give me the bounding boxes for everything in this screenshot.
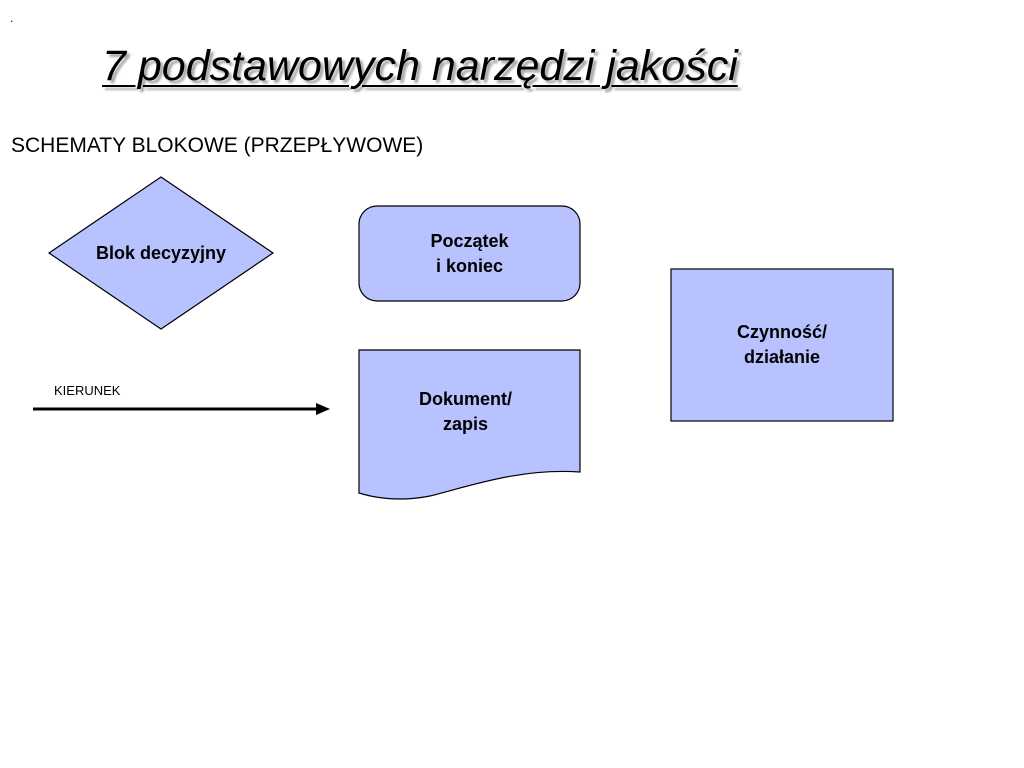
direction-arrow-label: KIERUNEK [54, 383, 121, 398]
process-shape [670, 268, 894, 422]
terminator-shape [358, 205, 581, 302]
decision-label: Blok decyzyjny [95, 243, 227, 263]
document-label: Dokument/ zapis [418, 389, 512, 434]
page-title: 7 podstawowych narzędzi jakości [102, 42, 738, 90]
document-shape [358, 349, 581, 500]
direction-arrow-head [316, 403, 330, 415]
decision-diamond-shape [47, 176, 275, 330]
process-label: Czynność/ działanie [736, 322, 828, 367]
terminator-label: Początek i koniec [430, 231, 509, 276]
corner-dot: . [10, 11, 14, 25]
section-heading: SCHEMATY BLOKOWE (PRZEPŁYWOWE) [11, 134, 424, 157]
